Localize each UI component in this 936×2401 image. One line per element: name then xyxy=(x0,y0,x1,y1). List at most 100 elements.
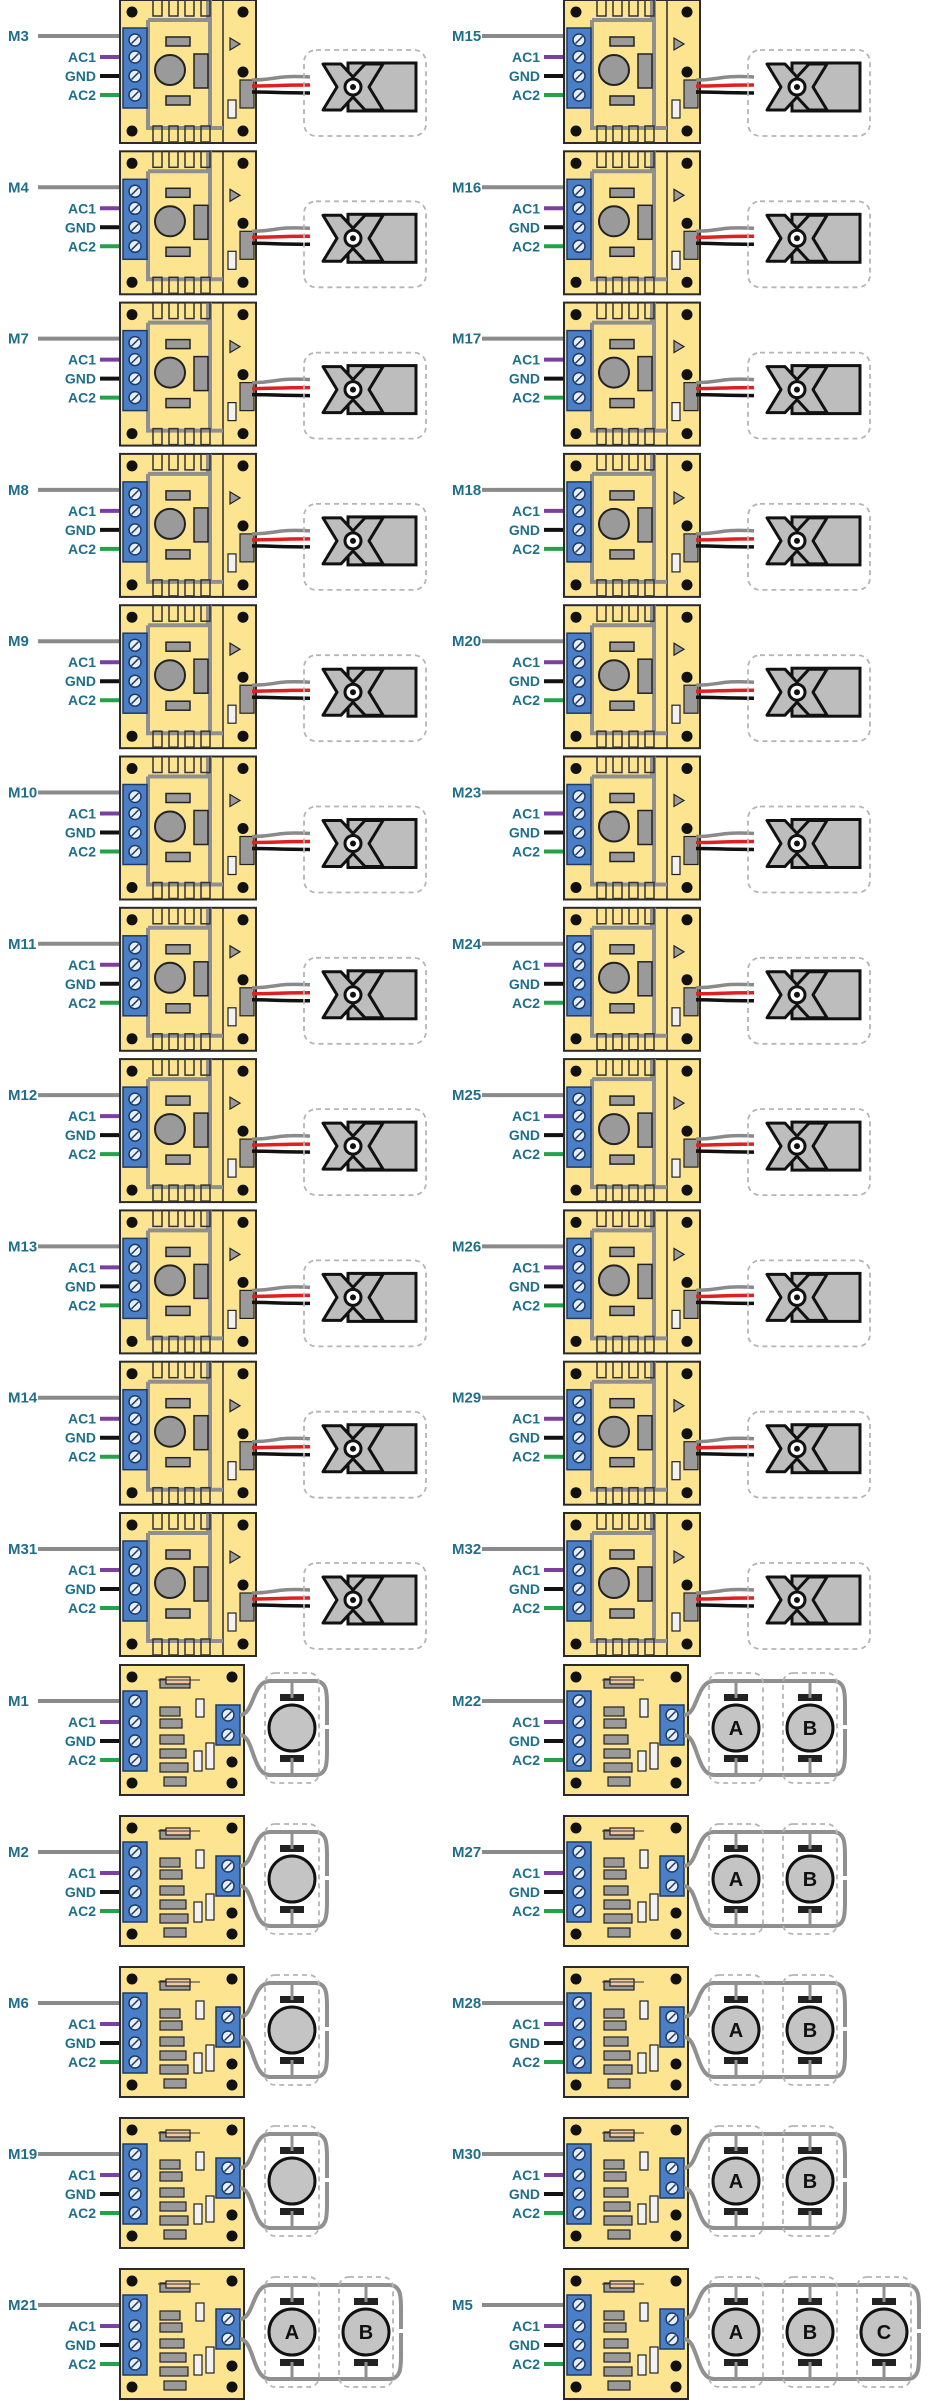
pin-label-gnd: GND xyxy=(65,673,96,689)
motor-label: A xyxy=(729,2020,743,2042)
pin-label-ac2: AC2 xyxy=(512,692,540,708)
pin-label-gnd: GND xyxy=(65,371,96,387)
module-label: M31 xyxy=(8,1541,37,1558)
pin-label-ac1: AC1 xyxy=(512,200,540,216)
module-label: M24 xyxy=(452,936,482,953)
pin-label-ac2: AC2 xyxy=(512,1297,540,1313)
module-label: M18 xyxy=(452,482,481,499)
pin-label-ac2: AC2 xyxy=(68,2205,96,2221)
motor-label: B xyxy=(803,1718,817,1740)
module-label: M23 xyxy=(452,785,481,802)
pin-label-ac1: AC1 xyxy=(512,806,540,822)
module-label: M7 xyxy=(8,331,29,348)
module-label: M15 xyxy=(452,28,481,45)
pin-label-gnd: GND xyxy=(509,1884,540,1900)
pin-label-ac2: AC2 xyxy=(68,2356,96,2372)
motor-label: A xyxy=(729,1718,743,1740)
pin-label-ac1: AC1 xyxy=(68,1714,96,1730)
pin-label-gnd: GND xyxy=(509,1127,540,1143)
pin-label-ac1: AC1 xyxy=(512,2318,540,2334)
pin-label-ac2: AC2 xyxy=(512,87,540,103)
pin-label-ac2: AC2 xyxy=(68,390,96,406)
module-label: M16 xyxy=(452,179,481,196)
module-label: M4 xyxy=(8,179,29,196)
pin-label-ac1: AC1 xyxy=(68,1259,96,1275)
pin-label-ac1: AC1 xyxy=(68,1108,96,1124)
module-label: M5 xyxy=(452,2297,473,2314)
dc-motor-icon xyxy=(785,2005,835,2055)
pin-label-gnd: GND xyxy=(65,219,96,235)
module-label: M19 xyxy=(8,2146,37,2163)
dc-motor-icon xyxy=(267,2005,317,2055)
module-label: M14 xyxy=(8,1390,38,1407)
motor-label: A xyxy=(729,1869,743,1891)
module-label: M1 xyxy=(8,1693,29,1710)
pin-label-gnd: GND xyxy=(65,2337,96,2353)
pin-label-gnd: GND xyxy=(65,1430,96,1446)
pin-label-ac1: AC1 xyxy=(512,1714,540,1730)
pin-label-ac2: AC2 xyxy=(68,238,96,254)
pin-label-ac1: AC1 xyxy=(68,503,96,519)
pin-label-ac2: AC2 xyxy=(512,1903,540,1919)
pin-label-ac2: AC2 xyxy=(68,1752,96,1768)
pin-label-gnd: GND xyxy=(65,1733,96,1749)
dc-motor-icon xyxy=(711,2307,761,2357)
pin-label-ac2: AC2 xyxy=(68,87,96,103)
pin-label-ac1: AC1 xyxy=(68,1562,96,1578)
pin-label-ac1: AC1 xyxy=(512,1411,540,1427)
pin-label-gnd: GND xyxy=(65,68,96,84)
dc-motor-icon xyxy=(785,1703,835,1753)
pin-label-ac1: AC1 xyxy=(512,49,540,65)
pin-label-ac1: AC1 xyxy=(68,654,96,670)
module-label: M21 xyxy=(8,2297,37,2314)
dc-motor-icon xyxy=(341,2307,391,2357)
pin-label-gnd: GND xyxy=(65,2035,96,2051)
pin-label-gnd: GND xyxy=(509,976,540,992)
pin-label-ac1: AC1 xyxy=(68,1865,96,1881)
module-label: M2 xyxy=(8,1844,29,1861)
dc-motor-icon xyxy=(859,2307,909,2357)
dc-motor-icon xyxy=(267,1703,317,1753)
pin-label-ac1: AC1 xyxy=(68,1411,96,1427)
pin-label-gnd: GND xyxy=(65,825,96,841)
pin-label-ac2: AC2 xyxy=(68,1297,96,1313)
pin-label-gnd: GND xyxy=(509,68,540,84)
module-label: M6 xyxy=(8,1995,29,2012)
module-label: M12 xyxy=(8,1087,37,1104)
dc-motor-icon xyxy=(267,2156,317,2206)
motor-label: B xyxy=(803,2171,817,2193)
pin-label-gnd: GND xyxy=(65,1884,96,1900)
pin-label-ac1: AC1 xyxy=(68,2318,96,2334)
dc-motor-icon xyxy=(711,2156,761,2206)
dc-motor-icon xyxy=(267,1854,317,1904)
pin-label-ac1: AC1 xyxy=(512,503,540,519)
dc-motor-icon xyxy=(711,1703,761,1753)
pin-label-ac1: AC1 xyxy=(512,2167,540,2183)
pin-label-gnd: GND xyxy=(509,1430,540,1446)
module-label: M27 xyxy=(452,1844,481,1861)
pin-label-gnd: GND xyxy=(509,1278,540,1294)
pin-label-gnd: GND xyxy=(509,371,540,387)
motor-label: A xyxy=(729,2322,743,2344)
